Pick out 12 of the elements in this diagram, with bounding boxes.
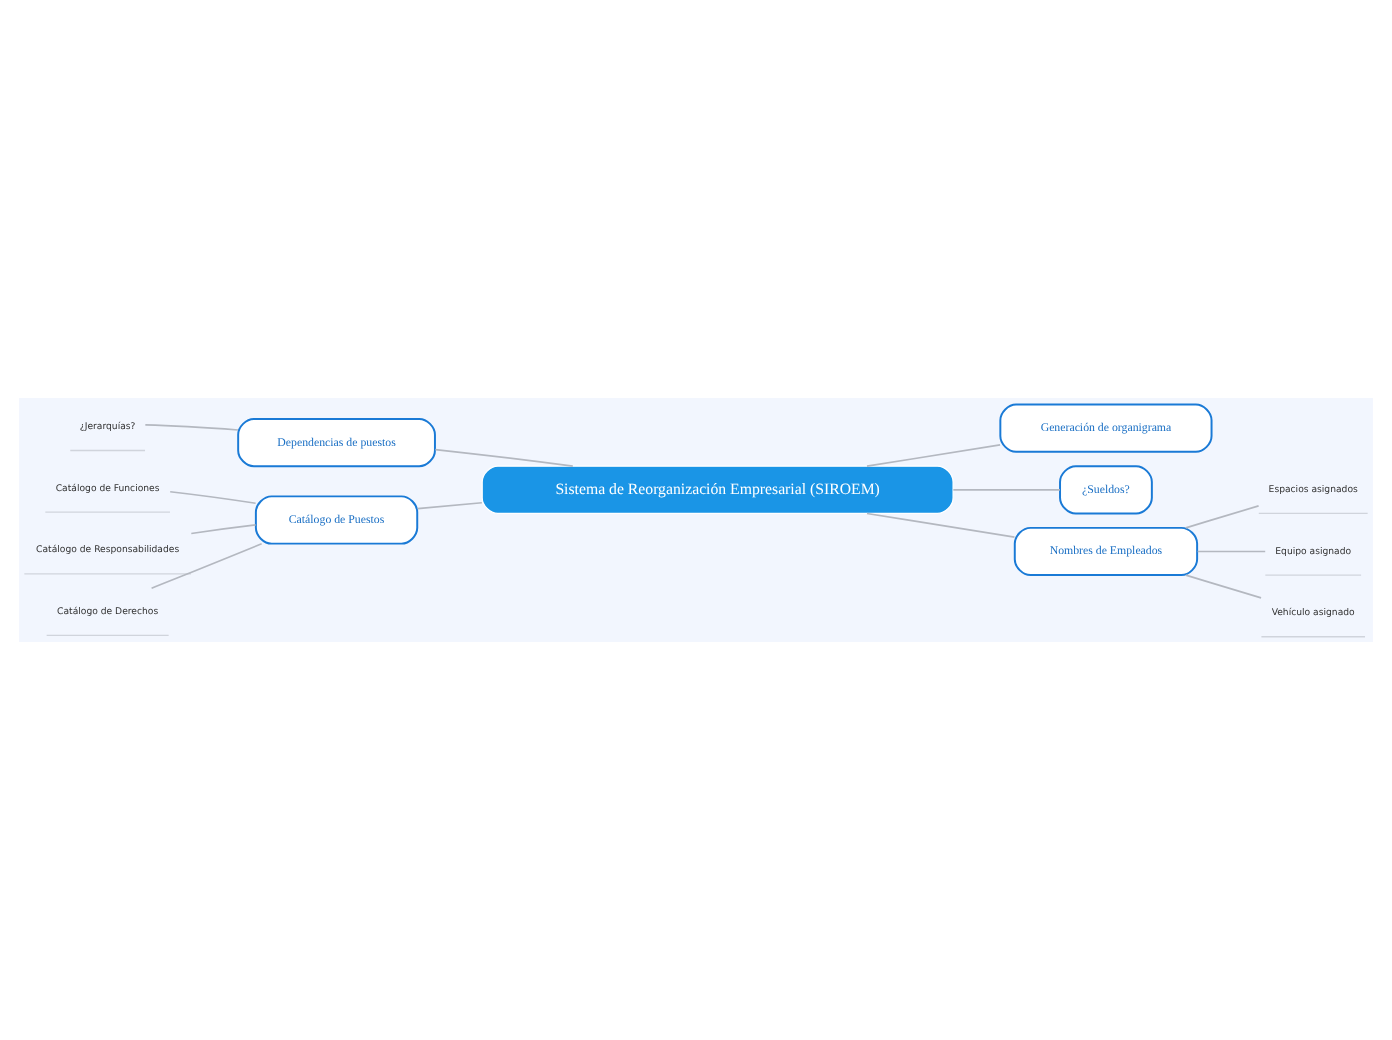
connector — [1184, 505, 1260, 529]
connector — [952, 488, 1061, 491]
connector — [150, 542, 263, 590]
connector — [169, 490, 257, 505]
connector — [1196, 550, 1267, 553]
connector — [190, 524, 257, 535]
connector — [1184, 574, 1262, 599]
connector — [866, 444, 1001, 467]
connector — [866, 512, 1016, 538]
connector — [416, 501, 483, 510]
connector — [144, 424, 239, 431]
connector — [434, 448, 574, 468]
